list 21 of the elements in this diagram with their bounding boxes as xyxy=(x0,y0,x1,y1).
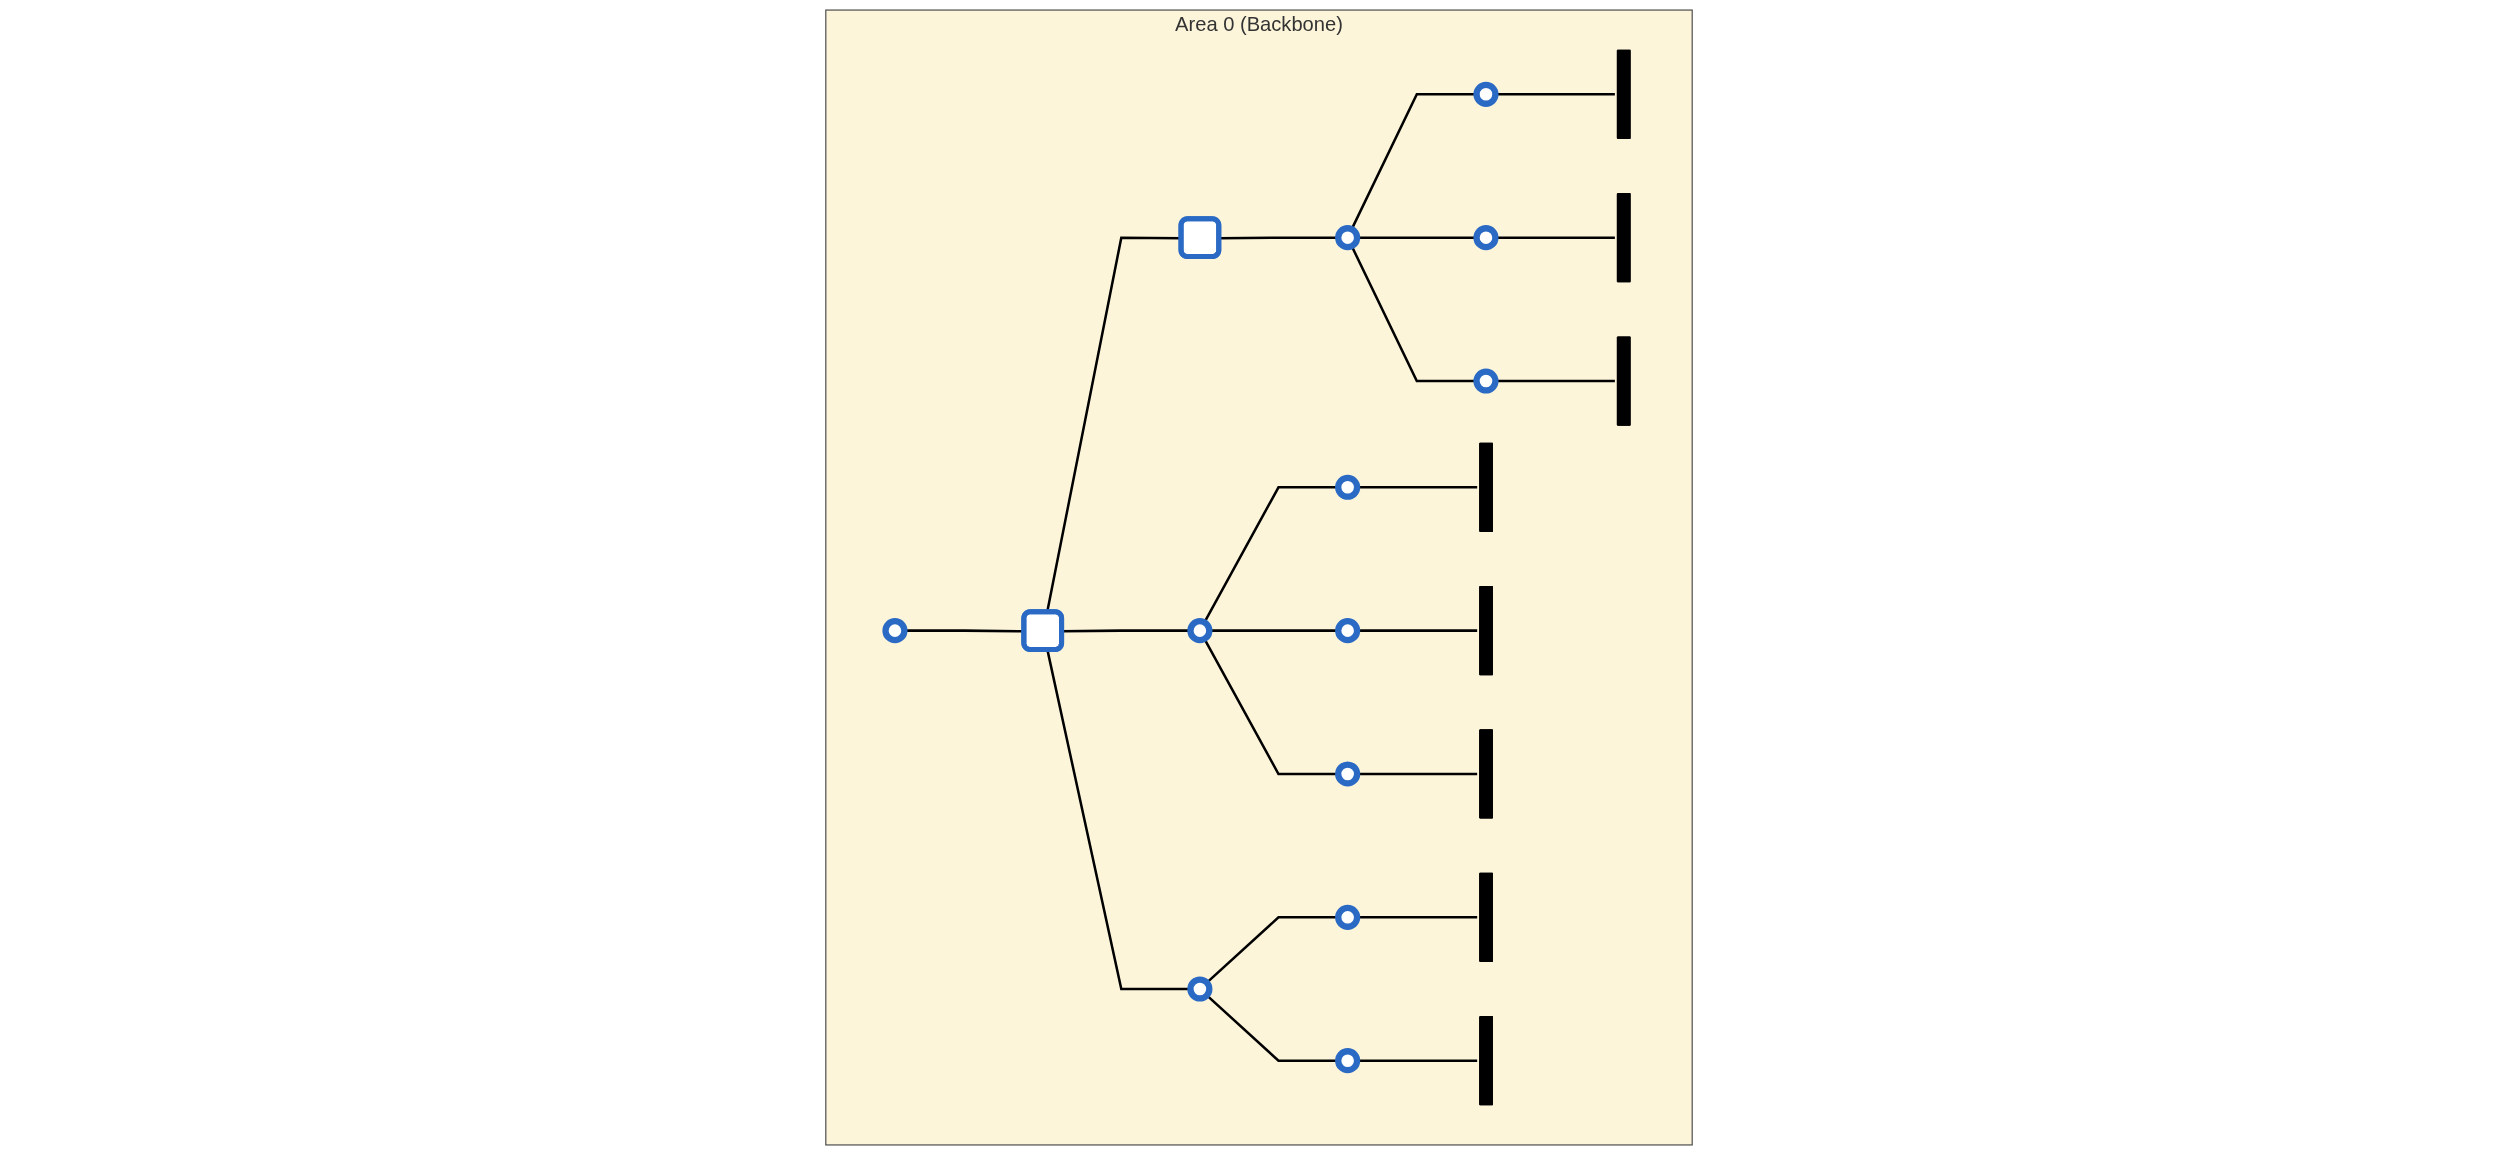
connector xyxy=(1495,93,1615,96)
node-circle xyxy=(1335,618,1361,644)
connector xyxy=(1357,629,1478,632)
node-circle xyxy=(882,618,908,644)
cluster: Area 0 (Backbone) xyxy=(825,9,1693,1146)
node-circle xyxy=(1187,976,1213,1002)
node-circle xyxy=(1335,904,1361,930)
node-circle xyxy=(1473,225,1499,251)
node-circle xyxy=(1473,368,1499,394)
connector xyxy=(1357,772,1478,776)
node-circle xyxy=(1335,225,1361,251)
node-circle xyxy=(1335,474,1361,500)
node-circle xyxy=(1473,81,1499,107)
connector xyxy=(1357,916,1478,919)
node-circle xyxy=(1335,1048,1361,1074)
node-circle xyxy=(1335,761,1361,787)
connector xyxy=(1357,1059,1478,1062)
connector xyxy=(1357,486,1478,489)
connector xyxy=(1495,379,1615,383)
node-circle xyxy=(1187,618,1213,644)
connector xyxy=(1495,236,1615,239)
